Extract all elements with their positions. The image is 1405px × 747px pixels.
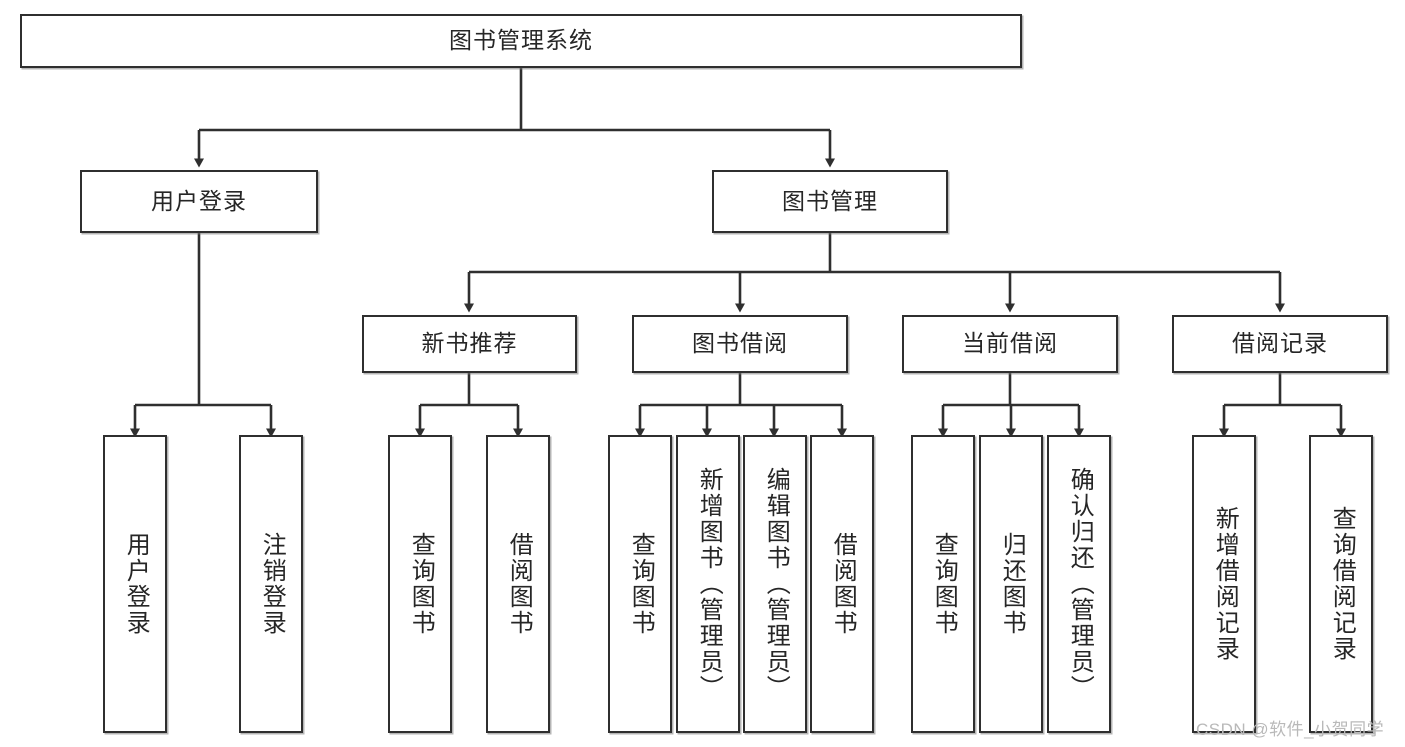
node-label: 图书借阅 xyxy=(692,330,788,357)
leaf-add-book[interactable]: 新增图书（管理员） xyxy=(676,435,740,733)
node-label: 新增借阅记录 xyxy=(1211,506,1239,662)
csdn-watermark: CSDN @软件_小贺同学 xyxy=(1196,720,1385,739)
node-label: 当前借阅 xyxy=(962,330,1058,357)
leaf-return-book[interactable]: 归还图书 xyxy=(979,435,1043,733)
node-book-borrow[interactable]: 图书借阅 xyxy=(632,315,848,373)
node-label: 用户登录 xyxy=(122,532,150,636)
leaf-confirm-return[interactable]: 确认归还（管理员） xyxy=(1047,435,1111,733)
leaf-query-book-3[interactable]: 查询图书 xyxy=(911,435,975,733)
node-label: 查询图书 xyxy=(407,532,435,636)
node-book-manage[interactable]: 图书管理 xyxy=(712,170,948,233)
node-label: 图书管理 xyxy=(782,187,878,214)
node-root-system[interactable]: 图书管理系统 xyxy=(20,14,1022,68)
leaf-add-record[interactable]: 新增借阅记录 xyxy=(1192,435,1256,733)
node-label: 确认归还（管理员） xyxy=(1066,467,1094,701)
node-label: 新增图书（管理员） xyxy=(695,467,723,701)
leaf-logout-login[interactable]: 注销登录 xyxy=(239,435,303,733)
leaf-query-book-2[interactable]: 查询图书 xyxy=(608,435,672,733)
node-current-borrow[interactable]: 当前借阅 xyxy=(902,315,1118,373)
node-label: 编辑图书（管理员） xyxy=(762,467,790,701)
leaf-borrow-book-2[interactable]: 借阅图书 xyxy=(810,435,874,733)
leaf-query-book-1[interactable]: 查询图书 xyxy=(388,435,452,733)
leaf-edit-book[interactable]: 编辑图书（管理员） xyxy=(743,435,807,733)
node-label: 查询图书 xyxy=(930,532,958,636)
node-label: 用户登录 xyxy=(151,187,247,214)
leaf-borrow-book-1[interactable]: 借阅图书 xyxy=(486,435,550,733)
leaf-user-login[interactable]: 用户登录 xyxy=(103,435,167,733)
node-label: 借阅记录 xyxy=(1232,330,1328,357)
node-label: 借阅图书 xyxy=(829,532,857,636)
node-label: 借阅图书 xyxy=(505,532,533,636)
node-new-book-recommend[interactable]: 新书推荐 xyxy=(362,315,577,373)
node-label: 归还图书 xyxy=(998,532,1026,636)
node-label: 图书管理系统 xyxy=(449,27,593,54)
node-label: 新书推荐 xyxy=(421,330,518,357)
node-label: 注销登录 xyxy=(258,532,286,636)
node-borrow-record[interactable]: 借阅记录 xyxy=(1172,315,1388,373)
node-label: 查询借阅记录 xyxy=(1328,506,1356,662)
node-label: 查询图书 xyxy=(627,532,655,636)
node-user-login[interactable]: 用户登录 xyxy=(80,170,318,233)
leaf-query-record[interactable]: 查询借阅记录 xyxy=(1309,435,1373,733)
